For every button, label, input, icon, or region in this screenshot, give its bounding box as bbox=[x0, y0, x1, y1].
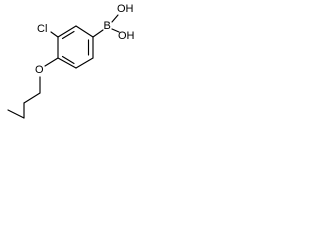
benzene-ring bbox=[57, 25, 94, 69]
hydroxyl-right-label: OH bbox=[118, 30, 135, 42]
c-o-bond bbox=[44, 57, 59, 67]
chemical-structure-diagram: B OH OH Cl O bbox=[7, 3, 135, 119]
boron-label: B bbox=[104, 20, 111, 32]
ring-bond-4 bbox=[57, 57, 77, 69]
hydroxyl-top-label: OH bbox=[117, 3, 134, 15]
ring-bond-1 bbox=[75, 25, 94, 38]
c3-c4-bond bbox=[7, 109, 25, 119]
ring-double-bond-2 bbox=[61, 55, 75, 65]
ring-bond-3 bbox=[75, 57, 94, 69]
b-oh-right-bond bbox=[111, 28, 120, 33]
ring-double-bond-3 bbox=[61, 30, 75, 40]
b-oh-top-bond bbox=[111, 14, 119, 23]
chlorine-label: Cl bbox=[37, 23, 47, 35]
ring-bond-6 bbox=[57, 25, 77, 38]
c-b-bond bbox=[92, 29, 104, 38]
c-cl-bond bbox=[50, 31, 59, 38]
c1-c2-bond bbox=[23, 92, 41, 104]
ether-oxygen-label: O bbox=[35, 64, 44, 76]
